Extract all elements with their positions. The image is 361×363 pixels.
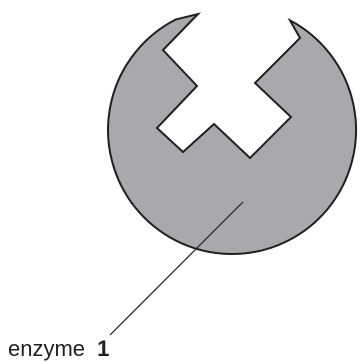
enzyme-body (108, 14, 356, 254)
enzyme-label-number: 1 (97, 336, 109, 361)
enzyme-label: enzyme 1 (8, 336, 109, 361)
enzyme-label-word: enzyme (8, 336, 85, 361)
